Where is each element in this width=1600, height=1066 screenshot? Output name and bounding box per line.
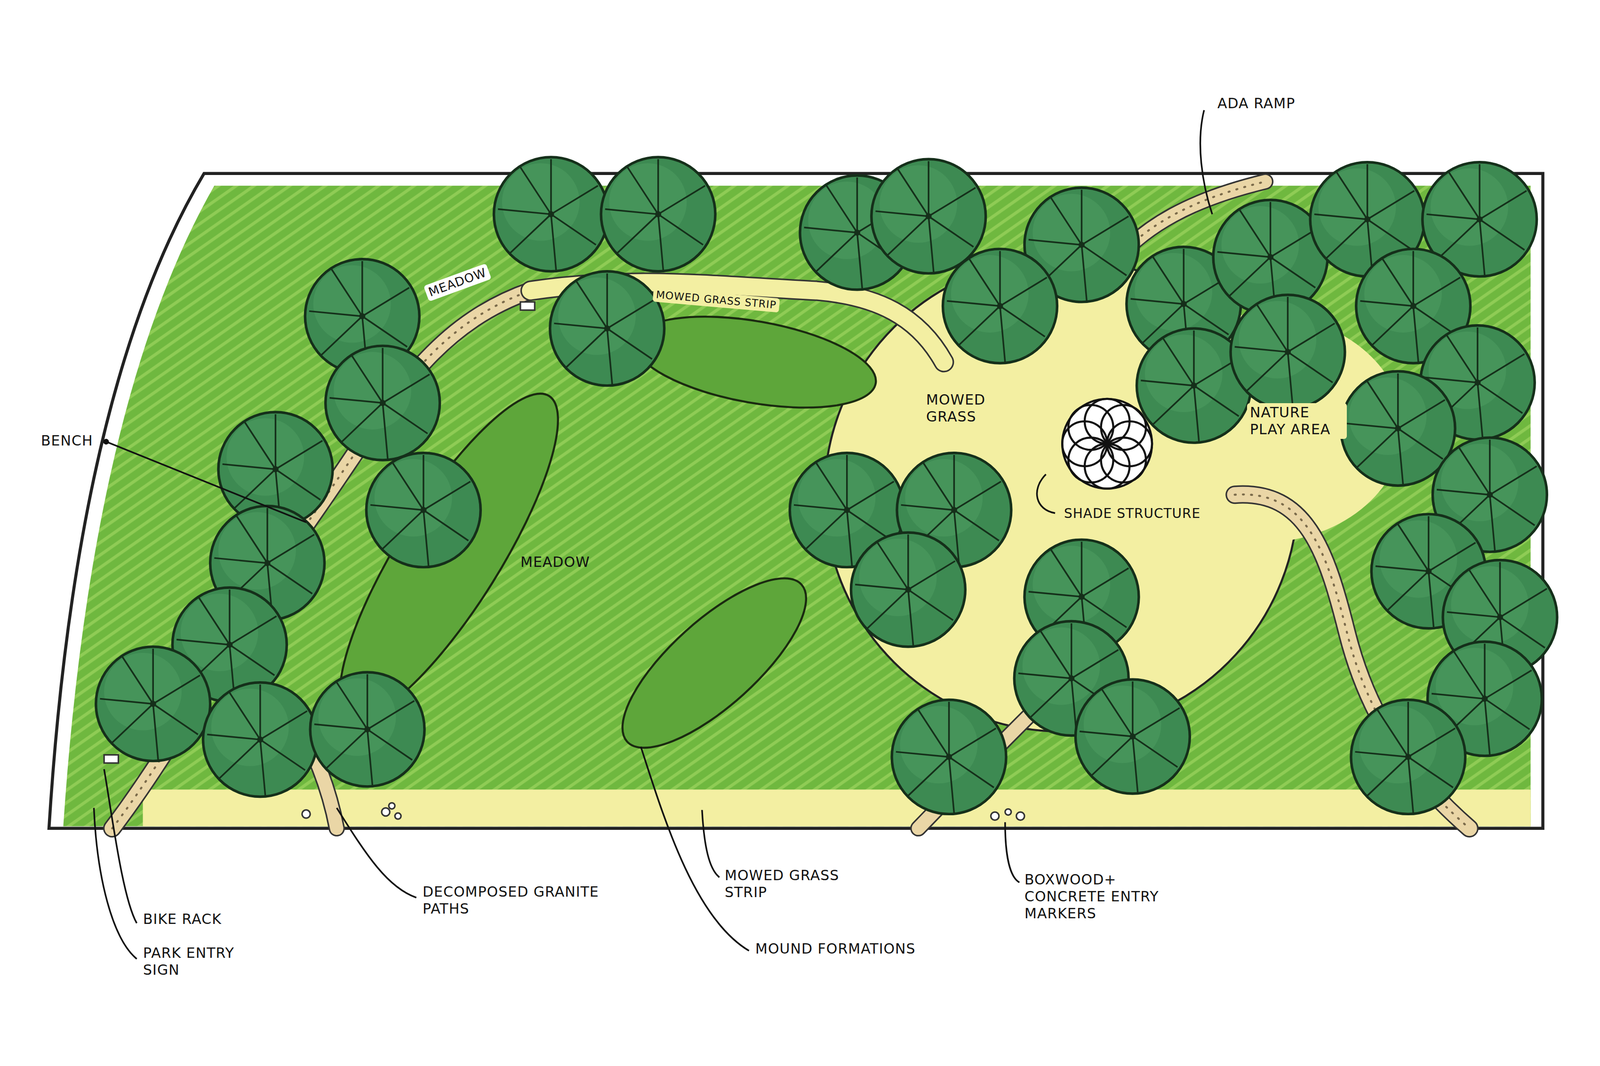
region-label: NATURE PLAY AREA (1247, 403, 1347, 440)
callout-label: SHADE STRUCTURE (1061, 504, 1204, 523)
mowed-strip (143, 789, 1531, 827)
callout-label: BIKE RACK (143, 911, 222, 928)
boxwood-markers (104, 302, 1035, 821)
park-boundary (48, 173, 1543, 829)
trees (96, 157, 1558, 815)
region-label: MOWED GRASS (923, 390, 1000, 427)
callout-label: DECOMPOSED GRANITE PATHS (422, 883, 621, 918)
callout-label: ADA RAMP (1217, 95, 1296, 112)
callout-label: MOWED GRASS STRIP (724, 867, 848, 902)
callout-label: BENCH (40, 432, 93, 450)
shade-structure (1062, 399, 1152, 489)
mound (627, 300, 883, 424)
callout-label: PARK ENTRY SIGN (143, 944, 275, 979)
callout-label: BOXWOOD+ CONCRETE ENTRY MARKERS (1024, 871, 1166, 923)
lawn (63, 185, 1531, 827)
region-label: MEADOW (520, 553, 591, 571)
granite-paths (112, 181, 1470, 829)
leader-lines (93, 110, 1213, 960)
mound (598, 552, 831, 774)
callout-label: MOUND FORMATIONS (755, 940, 916, 958)
